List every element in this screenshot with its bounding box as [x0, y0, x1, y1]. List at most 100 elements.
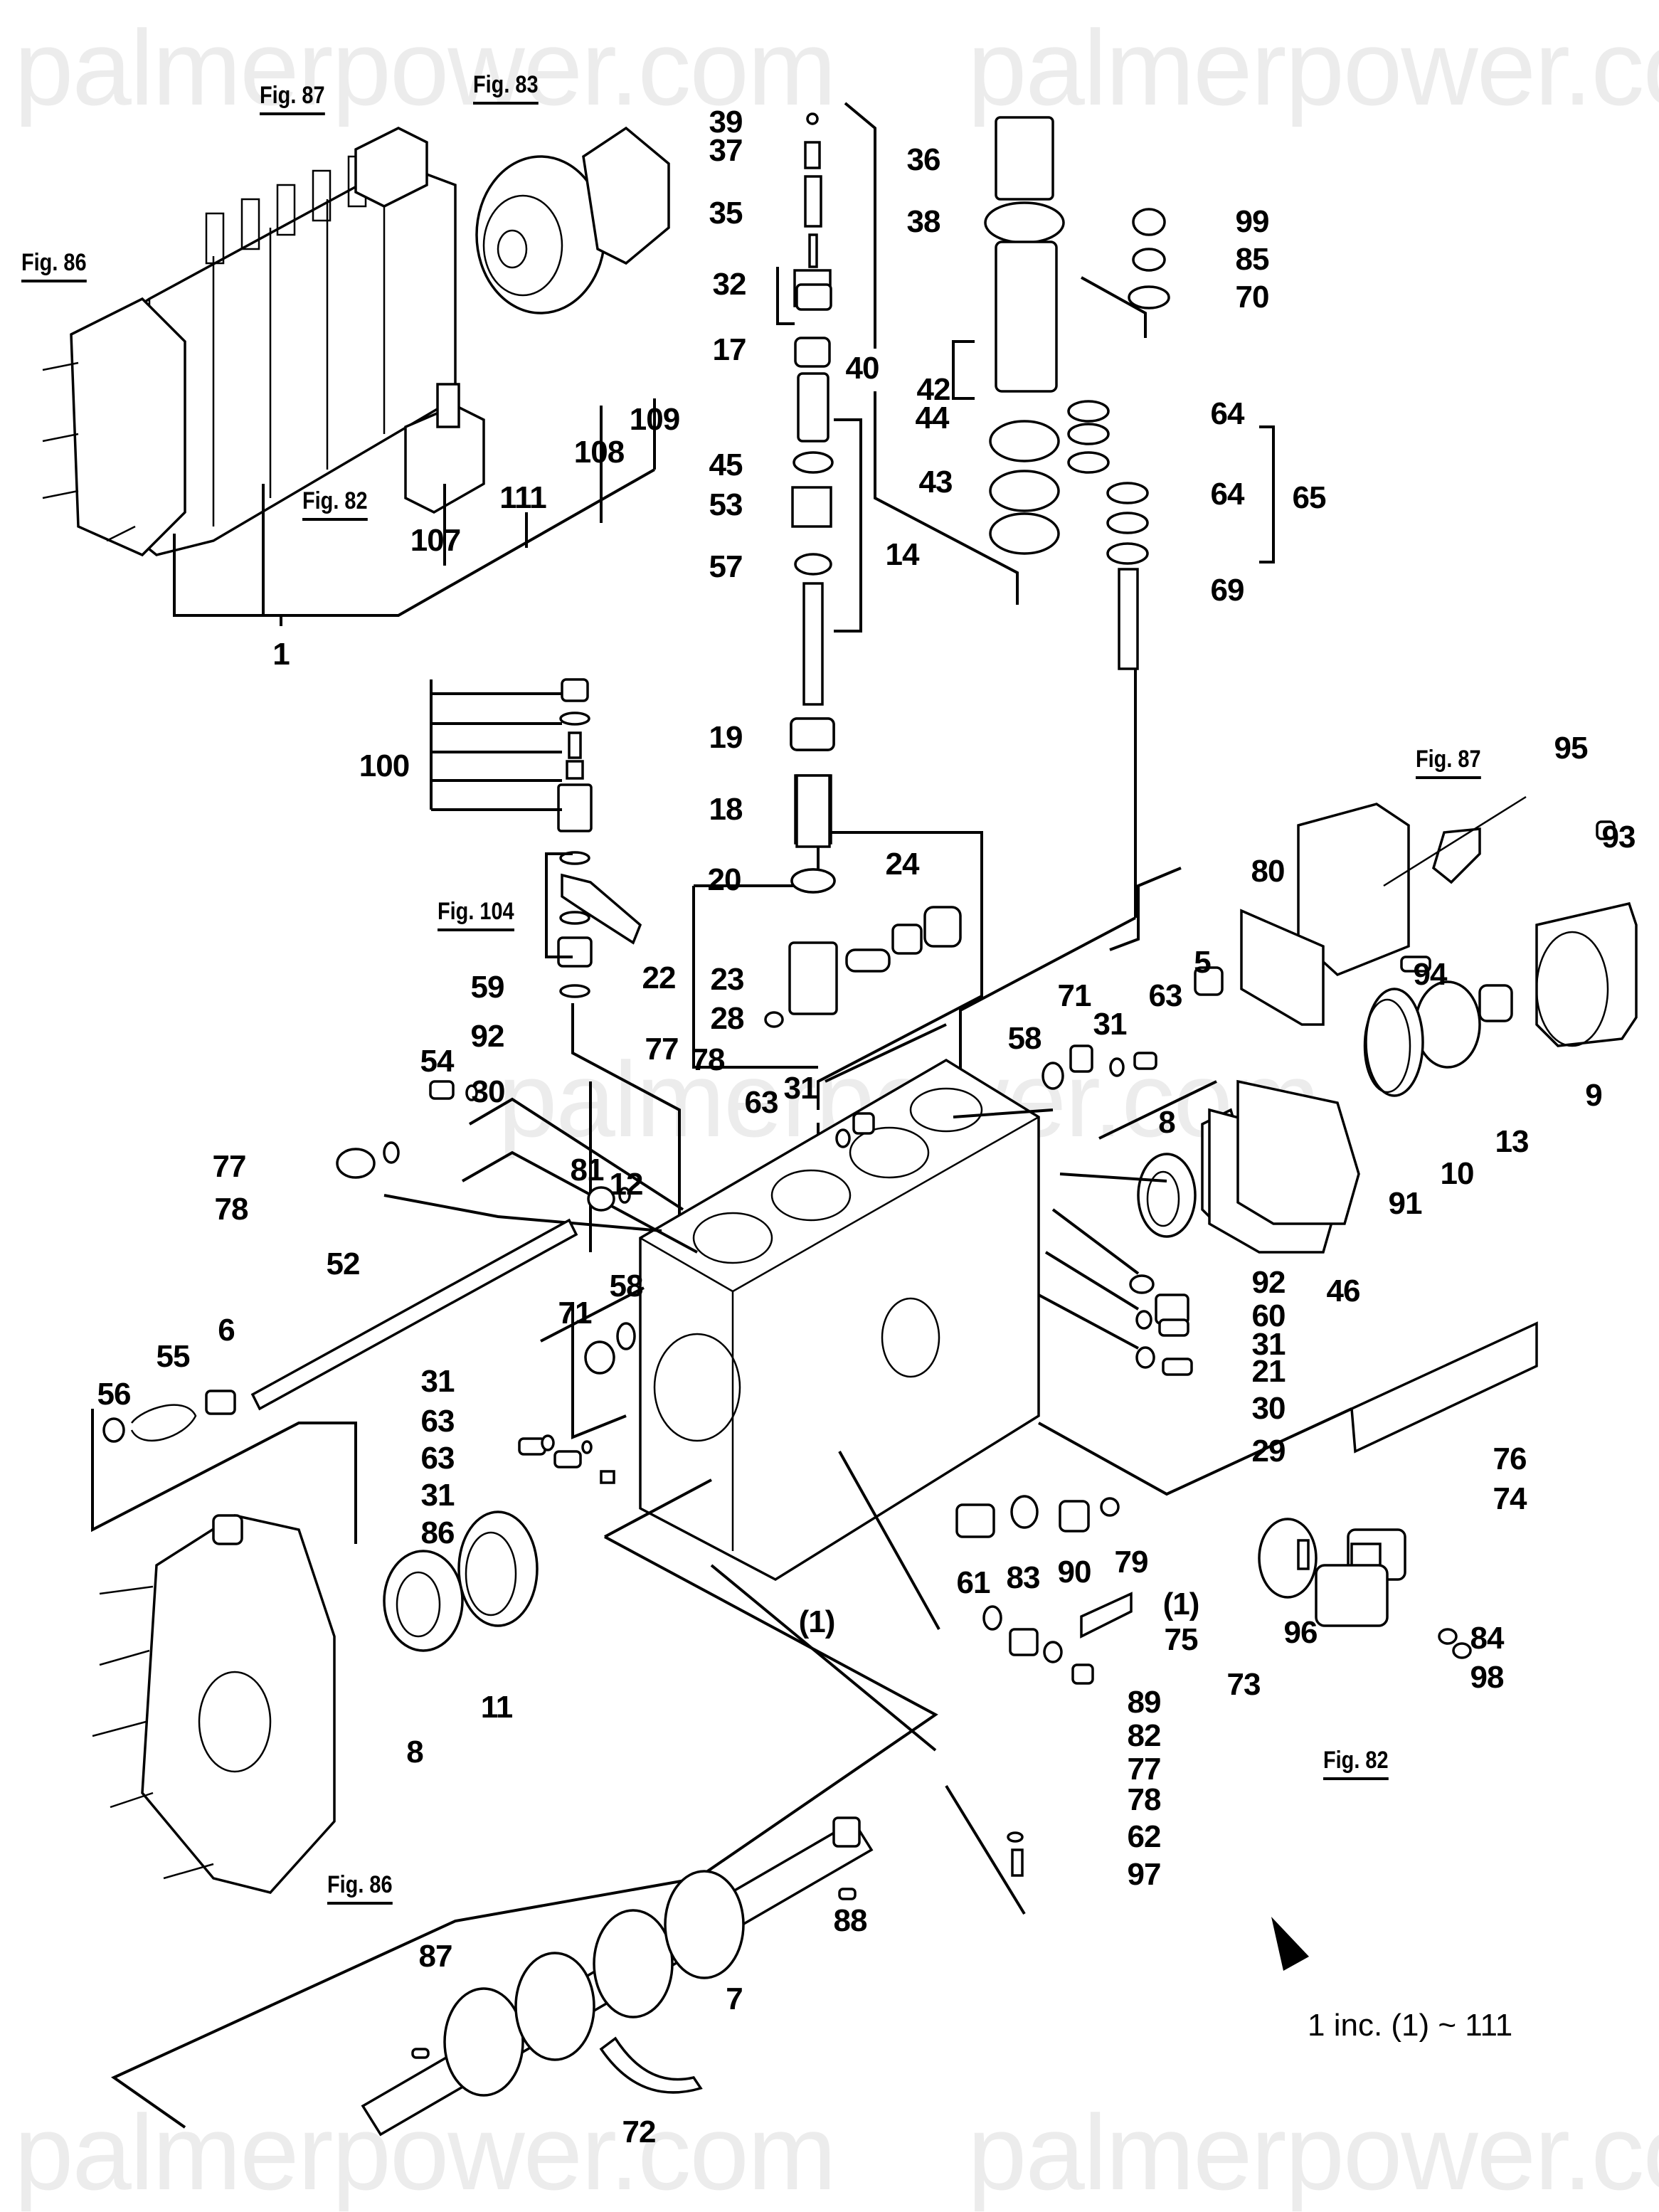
part-label: 70: [1235, 280, 1270, 314]
part-label: 96: [1283, 1615, 1318, 1650]
part-label: 91: [1388, 1186, 1423, 1221]
part-label: 61: [956, 1565, 991, 1600]
part-label: 46: [1326, 1274, 1361, 1308]
part-label: (1): [798, 1604, 836, 1639]
part-label: 17: [712, 332, 747, 367]
part-label: 80: [1251, 854, 1286, 889]
part-label: 28: [710, 1001, 745, 1036]
part-label: 89: [1127, 1685, 1162, 1720]
part-label: 72: [622, 2115, 657, 2149]
part-label: 95: [1554, 731, 1589, 766]
part-label: 92: [470, 1019, 505, 1054]
part-label: 21: [1251, 1354, 1286, 1389]
tappet-illustration: [764, 717, 962, 1028]
part-label: 31: [420, 1478, 455, 1513]
part-label: 43: [918, 465, 953, 499]
part-label: 62: [1127, 1819, 1162, 1854]
part-label: 40: [845, 351, 880, 386]
part-label: 6: [218, 1313, 235, 1348]
part-label: 18: [709, 792, 743, 827]
part-label: 31: [1093, 1007, 1128, 1042]
figure-ref-fig82-feed-pump[interactable]: Fig. 82: [1323, 1747, 1389, 1780]
part-label: 52: [326, 1247, 361, 1281]
part-label: 1: [272, 637, 290, 672]
part-label: 87: [418, 1939, 453, 1974]
part-label: 9: [1585, 1078, 1603, 1113]
part-label: 111: [499, 480, 547, 515]
part-label: 5: [1194, 945, 1212, 980]
part-label: 76: [1493, 1441, 1527, 1476]
part-label: 84: [1470, 1621, 1505, 1656]
watermark: palmerpower.com: [14, 8, 837, 127]
part-label: 78: [214, 1192, 249, 1227]
part-label: 24: [885, 847, 920, 882]
part-label: 30: [471, 1074, 506, 1109]
watermark: palmerpower.com: [968, 8, 1659, 127]
part-label: 97: [1127, 1857, 1162, 1892]
part-label: 63: [744, 1085, 779, 1120]
part-label: 94: [1413, 957, 1448, 992]
part-label: 31: [1251, 1327, 1286, 1362]
part-label: 32: [712, 267, 747, 302]
pump-assembly-illustration: [42, 126, 670, 557]
part-label: 98: [1470, 1660, 1505, 1695]
part-label: 78: [1127, 1782, 1162, 1817]
part-label: 39: [709, 105, 743, 139]
part-label: 90: [1057, 1555, 1092, 1589]
governor-housing-illustration: [92, 1514, 336, 1894]
pump-housing-illustration: [639, 1058, 1040, 1582]
part-label: 55: [156, 1339, 191, 1374]
part-label: 13: [1495, 1124, 1530, 1159]
part-label: 82: [1127, 1718, 1162, 1753]
part-label: 100: [359, 748, 410, 783]
part-label: 23: [710, 962, 745, 997]
figure-ref-fig104[interactable]: Fig. 104: [438, 898, 514, 931]
part-label: 69: [1210, 573, 1245, 608]
part-label: 77: [645, 1032, 679, 1067]
part-label: 45: [709, 448, 743, 482]
part-label: 74: [1493, 1481, 1527, 1516]
part-label: 30: [1251, 1391, 1286, 1426]
figure-ref-fig87[interactable]: Fig. 87: [260, 82, 325, 115]
governor-illustration: [1129, 795, 1638, 1659]
part-label: 8: [1158, 1105, 1176, 1140]
part-label: 73: [1226, 1667, 1261, 1702]
part-label: 71: [558, 1296, 593, 1330]
part-label: 59: [470, 970, 505, 1005]
part-label: 109: [629, 402, 680, 437]
part-label: 31: [420, 1364, 455, 1399]
part-label: 20: [707, 862, 742, 897]
part-label: 78: [691, 1042, 726, 1077]
figure-ref-fig86[interactable]: Fig. 86: [21, 249, 87, 282]
note-arrow-icon: [1271, 1917, 1309, 1971]
part-label: 14: [885, 537, 920, 572]
part-label: 60: [1251, 1298, 1286, 1333]
control-rack-illustration: [102, 1044, 1157, 1484]
part-label: 11: [480, 1690, 514, 1725]
part-label: 58: [609, 1269, 644, 1303]
part-label: 75: [1164, 1622, 1199, 1657]
part-label: 92: [1251, 1265, 1286, 1300]
part-label: (1): [1162, 1587, 1200, 1621]
figure-ref-fig83[interactable]: Fig. 83: [473, 71, 539, 105]
part-label: 8: [406, 1735, 424, 1769]
part-label: 64: [1210, 396, 1245, 431]
part-label: 85: [1235, 242, 1270, 277]
part-label: 10: [1440, 1156, 1475, 1191]
figure-ref-fig86-endcap[interactable]: Fig. 86: [327, 1871, 393, 1905]
part-label: 36: [906, 142, 941, 177]
part-label: 88: [833, 1903, 868, 1938]
part-label: 63: [1148, 978, 1183, 1013]
part-label: 58: [1007, 1021, 1042, 1056]
part-label: 107: [410, 523, 461, 558]
part-label: 57: [709, 549, 743, 584]
delivery-valve-illustration: [984, 116, 1170, 670]
part-label: 35: [709, 196, 743, 231]
part-label: 81: [570, 1153, 605, 1187]
part-label: 42: [916, 372, 951, 407]
part-label: 64: [1210, 477, 1245, 512]
figure-ref-fig87-governor[interactable]: Fig. 87: [1416, 746, 1481, 779]
figure-ref-fig82[interactable]: Fig. 82: [302, 487, 368, 521]
